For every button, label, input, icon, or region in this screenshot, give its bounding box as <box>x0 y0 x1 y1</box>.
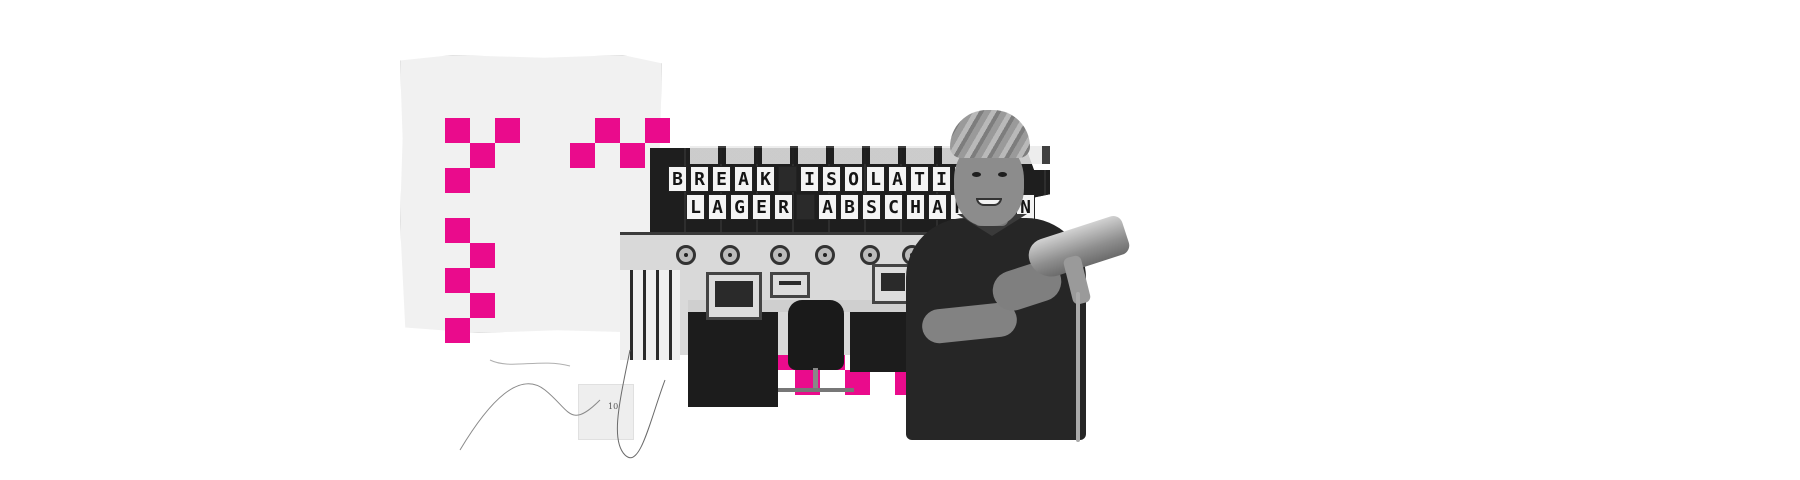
banner-letter: E <box>752 194 771 220</box>
scribble-lines <box>459 349 666 459</box>
banner-letter: A <box>818 194 837 220</box>
banner-blank <box>778 166 797 192</box>
banner-letter: H <box>906 194 925 220</box>
office-chair <box>788 300 844 370</box>
banner-letter: C <box>884 194 903 220</box>
monitor-screen <box>779 281 801 285</box>
checker-cell <box>595 118 620 143</box>
paper-scrap-number: 10 <box>608 402 619 411</box>
scribble-stroke <box>489 359 571 367</box>
chair-base <box>778 388 854 392</box>
banner-letter: K <box>756 166 775 192</box>
eye <box>972 172 981 177</box>
torn-paper-background <box>400 55 662 333</box>
checker-cell <box>445 118 470 143</box>
head-wrap <box>950 110 1030 158</box>
monitor-screen <box>715 281 753 307</box>
desk-cabinet <box>688 312 778 407</box>
banner-letter: L <box>866 166 885 192</box>
banner-letter: A <box>734 166 753 192</box>
banner-letter: T <box>910 166 929 192</box>
chair-stem <box>813 368 818 390</box>
crt-monitor <box>706 272 762 320</box>
monitor-screen <box>881 273 905 291</box>
crt-monitor <box>770 272 810 298</box>
scribble-stroke <box>616 349 666 459</box>
banner-letter: L <box>686 194 705 220</box>
checker-cell <box>495 118 520 143</box>
checker-cell <box>570 143 595 168</box>
drill-cord <box>1076 292 1080 442</box>
banner-letter: S <box>862 194 881 220</box>
banner-letter: S <box>822 166 841 192</box>
tape-reel <box>815 245 835 265</box>
banner-letter: B <box>840 194 859 220</box>
smile <box>976 198 1002 206</box>
banner-letter: A <box>708 194 727 220</box>
banner-letter: I <box>932 166 951 192</box>
woman-with-drill <box>452 56 1132 442</box>
banner-letter: E <box>712 166 731 192</box>
banner-letter: A <box>928 194 947 220</box>
tape-reel <box>720 245 740 265</box>
checker-cell <box>620 143 645 168</box>
checker-cell <box>445 318 470 343</box>
banner-letter: G <box>730 194 749 220</box>
cabinet-panel <box>620 270 680 360</box>
tape-reel <box>860 245 880 265</box>
checker-cell <box>470 293 495 318</box>
tape-reel <box>770 245 790 265</box>
banner-letter: R <box>690 166 709 192</box>
banner-letter: A <box>888 166 907 192</box>
checker-cell <box>445 268 470 293</box>
scribble-stroke <box>459 383 601 451</box>
banner-letter: B <box>668 166 687 192</box>
tape-reel <box>676 245 696 265</box>
paper-scrap <box>578 384 634 440</box>
checker-cell <box>645 118 670 143</box>
checker-cell <box>470 243 495 268</box>
checker-cell <box>470 143 495 168</box>
eye <box>998 172 1007 177</box>
checker-cell <box>445 168 470 193</box>
checker-cell <box>445 218 470 243</box>
banner-line-1: B R E A K I S O L A T I O N <box>668 166 995 192</box>
banner-blank <box>796 194 815 220</box>
banner-letter: O <box>844 166 863 192</box>
banner-letter: I <box>800 166 819 192</box>
banner-letter: R <box>774 194 793 220</box>
